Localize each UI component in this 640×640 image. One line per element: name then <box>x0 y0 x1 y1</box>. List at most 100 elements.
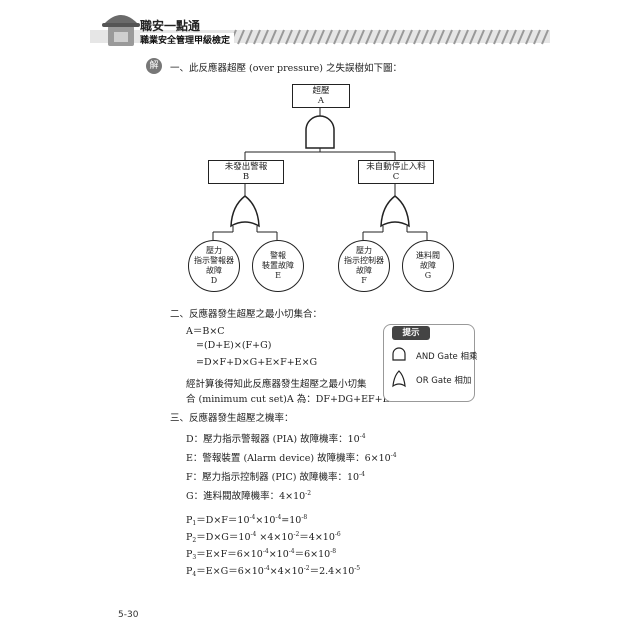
p-part: ＝D×G＝10 <box>196 532 251 543</box>
p-symbol: P <box>186 549 193 560</box>
fault-tree-diagram <box>212 106 428 240</box>
p-symbol: P <box>186 515 193 526</box>
hint-label: 提示 <box>392 326 430 340</box>
conclusion-text: 經計算後得知此反應器發生超壓之最小切集 <box>186 379 367 390</box>
p-symbol: P <box>186 532 193 543</box>
probability-def-e: E：警報裝置 (Alarm device) 故障機率：6×10-4 <box>186 450 397 464</box>
exponent: -2 <box>293 531 300 538</box>
exponent: -4 <box>390 452 397 459</box>
exponent: -4 <box>249 514 256 521</box>
exponent: -4 <box>263 565 270 572</box>
p-part: =10 <box>281 515 302 526</box>
or-gate-icon <box>392 370 406 388</box>
probability-def-f: F：壓力指示控制器 (PIC) 故障機率：10-4 <box>186 469 365 483</box>
event-code: F <box>361 276 367 285</box>
hint-and-text: AND Gate 相乘 <box>416 352 478 362</box>
p-part: ＝E×F＝6×10 <box>196 549 263 560</box>
header-title: 職安一點通 <box>140 19 201 33</box>
event-label: 超壓 <box>312 86 330 96</box>
section2-heading: 二、反應器發生超壓之最小切集合： <box>170 309 323 320</box>
event-label: 壓力 <box>206 246 222 255</box>
exponent: -4 <box>359 433 366 440</box>
event-label: 指示警報器 <box>194 256 234 265</box>
p-part: ×4×10 <box>256 532 294 543</box>
exponent: -4 <box>275 514 282 521</box>
exponent: -4 <box>359 471 365 478</box>
event-box-top: 超壓 A <box>292 84 350 108</box>
event-label: 故障 <box>420 261 436 270</box>
helmet-logo-icon <box>102 15 140 46</box>
event-code: D <box>210 276 218 285</box>
event-code: G <box>424 271 432 280</box>
exponent: -8 <box>330 548 337 555</box>
event-box-b: 未發出警報 B <box>208 160 284 184</box>
event-box-c: 未自動停止入料 C <box>358 160 434 184</box>
p-index: 1 <box>192 520 197 527</box>
basic-event-e: 警報 裝置故障 E <box>252 240 304 292</box>
p-part: ＝6×10 <box>294 549 331 560</box>
basic-event-f: 壓力 指示控制器 故障 F <box>338 240 390 292</box>
event-label: 警報 <box>270 251 286 260</box>
exponent: -4 <box>262 548 269 555</box>
p-part: ×10 <box>255 515 276 526</box>
event-code: A <box>317 96 325 106</box>
exponent: -6 <box>334 531 341 538</box>
event-label: 故障 <box>206 266 222 275</box>
p-part: ＝E×G＝6×10 <box>196 566 264 577</box>
hint-label-text: 提示 <box>402 328 420 338</box>
exponent: -5 <box>354 565 361 572</box>
basic-event-d: 壓力 指示警報器 故障 D <box>188 240 240 292</box>
event-label: 故障 <box>356 266 372 275</box>
exponent: -8 <box>301 514 308 521</box>
exponent: -4 <box>250 531 257 538</box>
section1-heading: 一、此反應器超壓 (over pressure) 之失誤樹如下圖： <box>170 63 402 74</box>
p-part: ×4×10 <box>269 566 304 577</box>
header-subtitle: 職業安全管理甲級檢定 <box>140 33 235 46</box>
probability-text: D：壓力指示警報器 (PIA) 故障機率：10 <box>186 434 360 445</box>
probability-row-4: P4＝E×G＝6×10-4×4×10-2＝2.4×10-5 <box>186 563 360 578</box>
and-gate-icon <box>305 115 335 149</box>
p-part: ＝D×F＝10 <box>196 515 250 526</box>
probability-text: F：壓力指示控制器 (PIC) 故障機率：10 <box>186 472 360 483</box>
and-gate-icon <box>392 347 406 361</box>
p-part: ×10 <box>268 549 289 560</box>
exponent: -2 <box>305 490 312 497</box>
basic-event-g: 進料閥 故障 G <box>402 240 454 292</box>
probability-def-g: G：進料閥故障機率：4×10-2 <box>186 488 311 502</box>
p-part: ＝2.4×10 <box>309 566 355 577</box>
probability-row-1: P1＝D×F＝10-4×10-4=10-8 <box>186 512 307 527</box>
p-index: 3 <box>192 554 197 561</box>
p-part: ＝4×10 <box>299 532 335 543</box>
or-gate-icon <box>380 195 410 228</box>
equation-line: =(D+E)×(F+G) <box>196 340 272 351</box>
hint-or-text: OR Gate 相加 <box>416 376 472 386</box>
event-code: E <box>275 271 281 280</box>
p-index: 4 <box>192 571 197 578</box>
event-label: 未發出警報 <box>224 162 268 172</box>
exponent: -2 <box>303 565 310 572</box>
event-label: 進料閥 <box>416 251 440 260</box>
equation-line: =D×F+D×G+E×F+E×G <box>196 357 318 368</box>
hint-gate-icons <box>392 347 406 388</box>
probability-row-2: P2＝D×G＝10-4 ×4×10-2＝4×10-6 <box>186 529 341 544</box>
probability-text: E：警報裝置 (Alarm device) 故障機率：6×10 <box>186 453 391 464</box>
exponent: -4 <box>288 548 295 555</box>
probability-def-d: D：壓力指示警報器 (PIA) 故障機率：10-4 <box>186 431 366 445</box>
event-label: 未自動停止入料 <box>366 162 426 172</box>
event-code: B <box>242 172 250 182</box>
event-label: 裝置故障 <box>262 261 294 270</box>
probability-row-3: P3＝E×F＝6×10-4×10-4＝6×10-8 <box>186 546 336 561</box>
event-label: 壓力 <box>356 246 372 255</box>
p-symbol: P <box>186 566 193 577</box>
or-gate-icon <box>230 195 260 228</box>
equation-line: A＝B×C <box>186 326 225 337</box>
conclusion-text: 合 (minimum cut set)A 為：DF+DG+EF+EG <box>186 394 398 405</box>
answer-badge: 解 <box>146 58 162 74</box>
page-number: 5-30 <box>118 610 139 620</box>
event-label: 指示控制器 <box>344 256 384 265</box>
probability-text: G：進料閥故障機率：4×10 <box>186 491 306 502</box>
section3-heading: 三、反應器發生超壓之機率： <box>170 413 294 424</box>
p-index: 2 <box>192 537 197 544</box>
event-code: C <box>392 172 400 182</box>
